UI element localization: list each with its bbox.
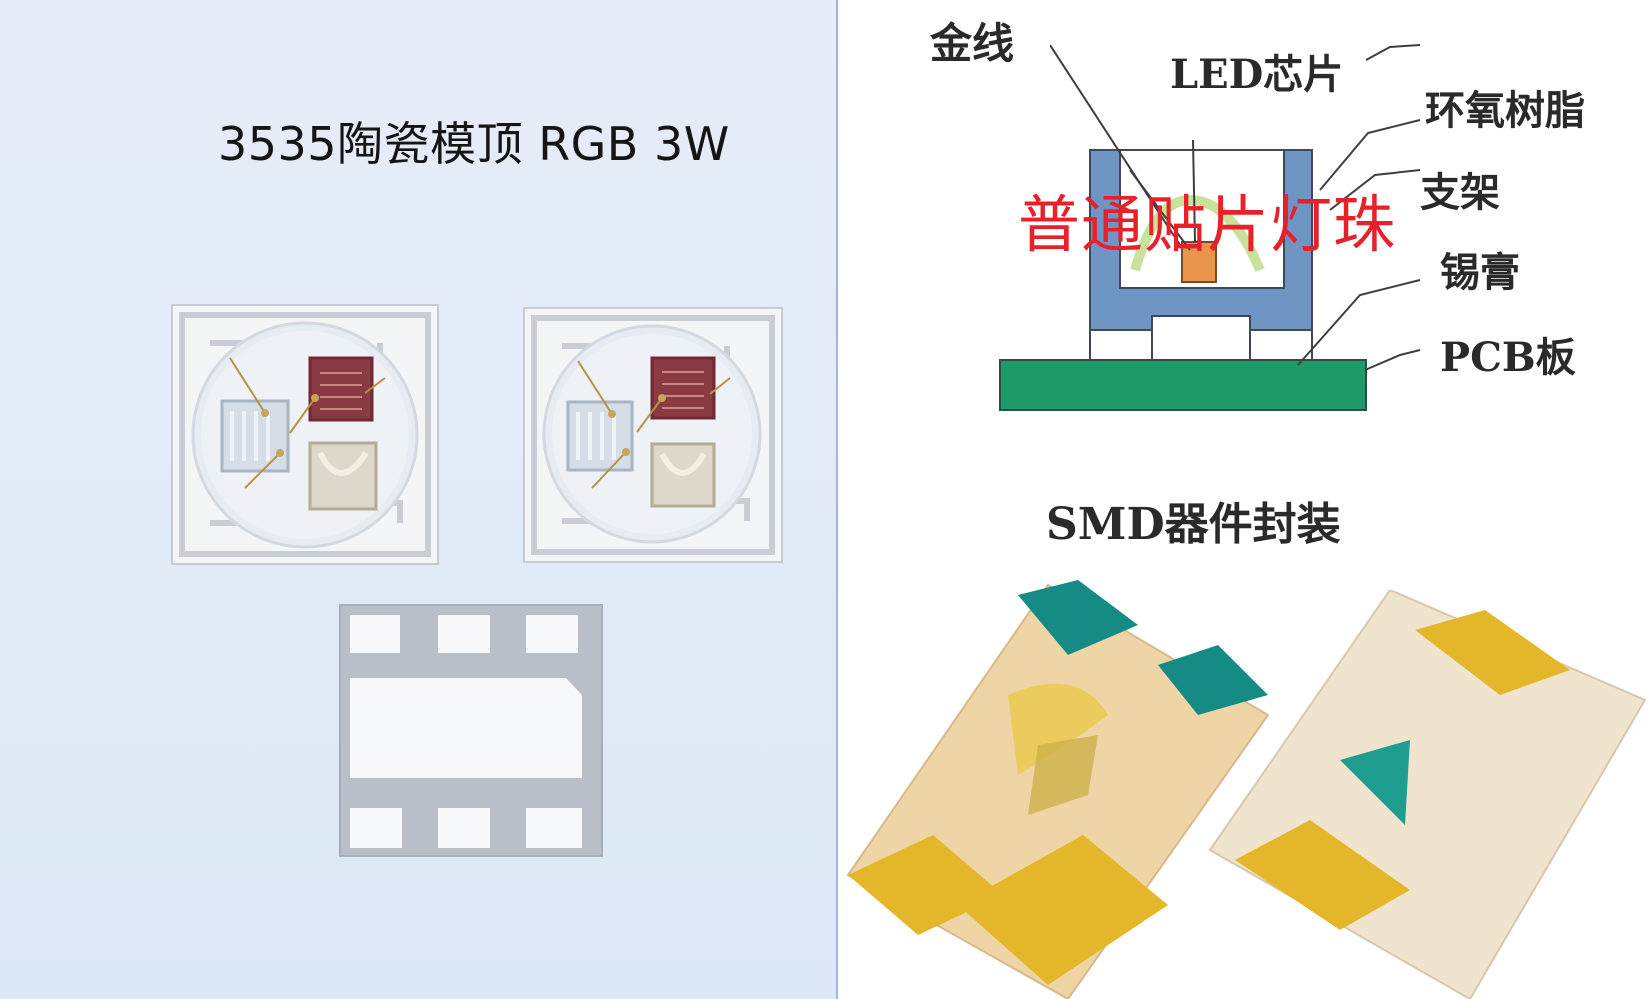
label-bracket: 支架 <box>1420 169 1500 216</box>
label-pcb: PCB板 <box>1440 334 1576 381</box>
smd-section-title: SMD器件封装 <box>1046 499 1341 550</box>
overlay-title: 普通贴片灯珠 <box>1018 188 1397 261</box>
ceramic-led-back <box>339 604 603 857</box>
annotation-leaders <box>1050 44 1421 371</box>
label-epoxy: 环氧树脂 <box>1425 87 1585 134</box>
label-solder-paste: 锡膏 <box>1440 249 1520 296</box>
ceramic-led-2 <box>523 307 783 563</box>
label-gold-wire: 金线 <box>930 19 1015 68</box>
smd-led-top-photo <box>846 580 1270 999</box>
panel-divider <box>836 0 838 999</box>
ceramic-led-1 <box>171 304 439 565</box>
label-led-chip: LED芯片 <box>1170 51 1344 98</box>
smd-led-bottom-photo <box>1208 590 1647 999</box>
left-title: 3535陶瓷模顶 RGB 3W <box>218 117 730 171</box>
smd-cross-section-diagram <box>999 140 1367 411</box>
